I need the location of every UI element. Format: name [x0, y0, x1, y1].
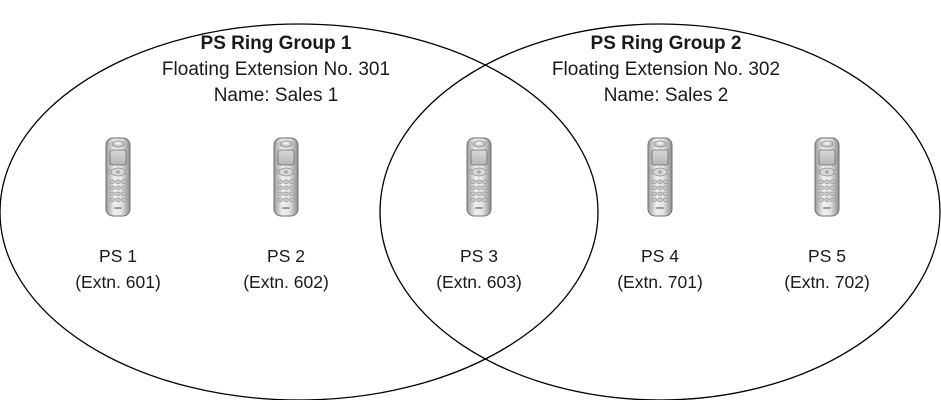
ring-group-1-ellipse: [0, 23, 599, 400]
ps-2-node: PS 2 (Extn. 602): [243, 137, 329, 292]
ps-4-name: PS 4: [641, 246, 679, 266]
ps-4-extension: (Extn. 701): [617, 272, 703, 292]
ring-group-2-ellipse: [379, 23, 941, 400]
ps-2-name: PS 2: [267, 246, 305, 266]
ring-group-1-floating-extension: Floating Extension No. 301: [162, 59, 390, 80]
handset-icon: [466, 137, 492, 217]
ps-1-extension: (Extn. 601): [75, 272, 161, 292]
ps-2-extension: (Extn. 602): [243, 272, 329, 292]
handset-icon: [273, 137, 299, 217]
ring-group-2-title: PS Ring Group 2: [591, 33, 742, 54]
ps-3-extension: (Extn. 603): [436, 272, 522, 292]
ps-5-extension: (Extn. 702): [784, 272, 870, 292]
ring-group-2-name: Name: Sales 2: [604, 85, 729, 106]
ps-1-node: PS 1 (Extn. 601): [75, 137, 161, 292]
ring-group-2-floating-extension: Floating Extension No. 302: [552, 59, 780, 80]
handset-icon: [647, 137, 673, 217]
ps-5-node: PS 5 (Extn. 702): [784, 137, 870, 292]
handset-icon: [105, 137, 131, 217]
handset-icon: [814, 137, 840, 217]
ps-4-node: PS 4 (Extn. 701): [617, 137, 703, 292]
ps-5-name: PS 5: [808, 246, 846, 266]
ring-group-1-title: PS Ring Group 1: [201, 33, 352, 54]
ps-1-name: PS 1: [99, 246, 137, 266]
ps-3-name: PS 3: [460, 246, 498, 266]
ps-3-node: PS 3 (Extn. 603): [436, 137, 522, 292]
ring-group-1-name: Name: Sales 1: [214, 85, 339, 106]
